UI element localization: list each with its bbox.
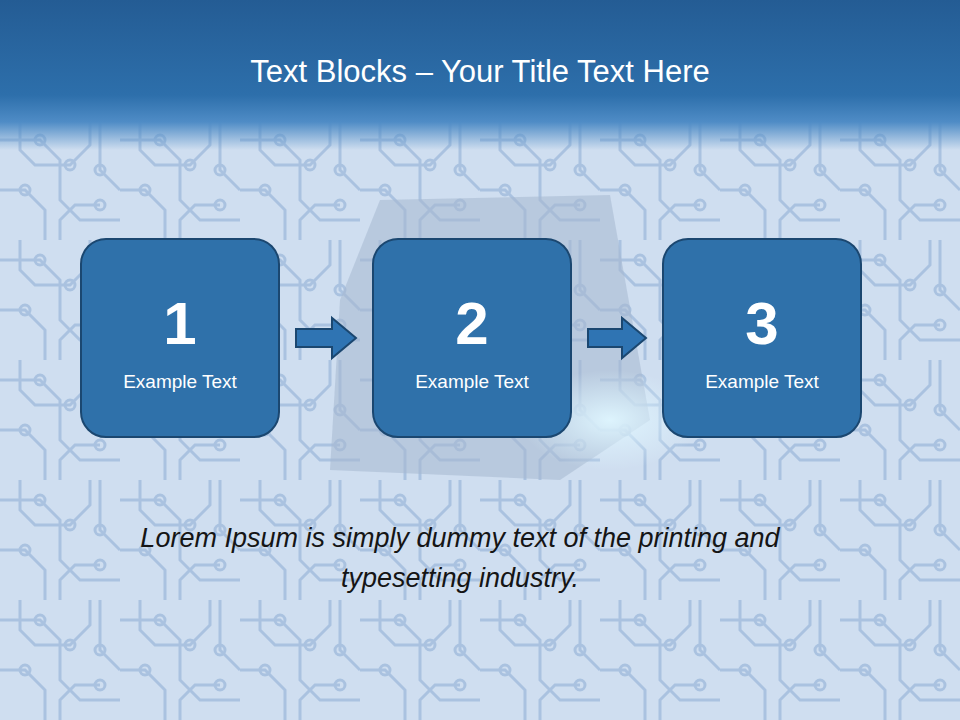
step-number: 1 [163,289,196,359]
step-label: Example Text [705,369,819,395]
caption-text: Lorem Ipsum is simply dummy text of the … [120,518,800,598]
step-label: Example Text [123,369,237,395]
numbered-block: 1Example Text [80,238,280,438]
numbered-block: 3Example Text [662,238,862,438]
step-number: 2 [455,289,488,359]
slide-title: Text Blocks – Your Title Text Here [20,54,940,90]
block-arrow [588,318,646,358]
numbered-block: 2Example Text [372,238,572,438]
block-arrow [296,318,356,358]
step-label: Example Text [415,369,529,395]
step-number: 3 [745,289,778,359]
